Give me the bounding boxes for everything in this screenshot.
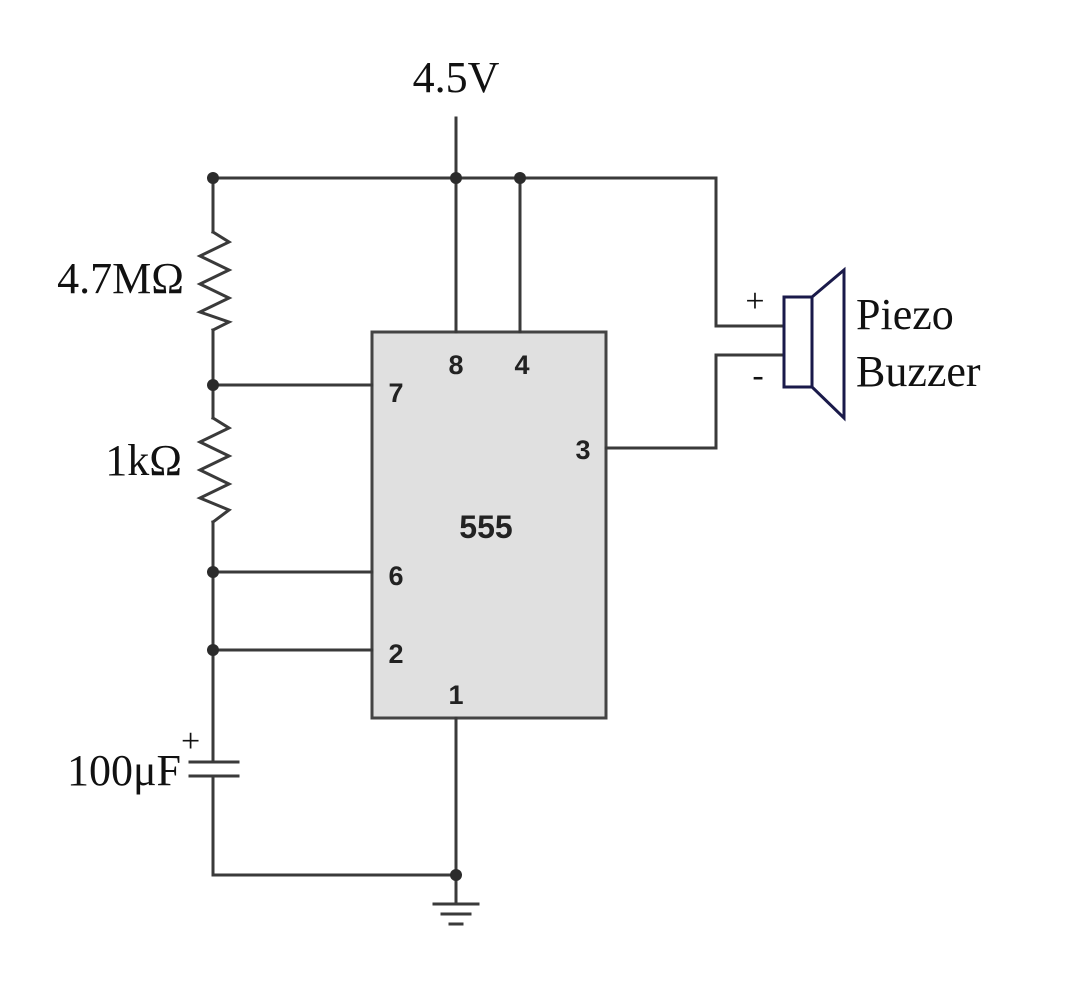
- ic-555-label: 555: [459, 509, 512, 545]
- capacitor-symbol: [188, 760, 240, 778]
- pin-1-label: 1: [448, 680, 463, 710]
- pin-4-label: 4: [514, 350, 529, 380]
- buzzer-label-line1: Piezo: [856, 290, 954, 339]
- resistor-4-7M-label: 4.7MΩ: [57, 254, 184, 303]
- pin-7-label: 7: [388, 378, 403, 408]
- capacitor-polarity-label: +: [181, 723, 200, 760]
- buzzer-plus-label: +: [745, 283, 764, 320]
- pin-6-label: 6: [388, 561, 403, 591]
- ic-555-body: [370, 330, 608, 720]
- capacitor-label: 100μF: [67, 746, 181, 795]
- pin-3-label: 3: [575, 435, 590, 465]
- pin-8-label: 8: [448, 350, 463, 380]
- resistor-1k-label: 1kΩ: [105, 436, 182, 485]
- resistor-1k-symbol: [196, 415, 233, 525]
- wire-buzzer-positive: [714, 176, 786, 328]
- supply-rail: [211, 116, 718, 180]
- buzzer-label-line2: Buzzer: [856, 347, 981, 396]
- piezo-buzzer-symbol: [782, 266, 846, 422]
- supply-voltage-label: 4.5V: [413, 53, 500, 102]
- left-branch-wire: [211, 176, 458, 877]
- buzzer-minus-label: -: [752, 357, 763, 394]
- wire-pin3: [604, 353, 786, 450]
- ground-symbol: [432, 902, 480, 926]
- pin-2-label: 2: [388, 639, 403, 669]
- junction-dots: [207, 172, 526, 881]
- resistor-4-7M-symbol: [196, 229, 233, 333]
